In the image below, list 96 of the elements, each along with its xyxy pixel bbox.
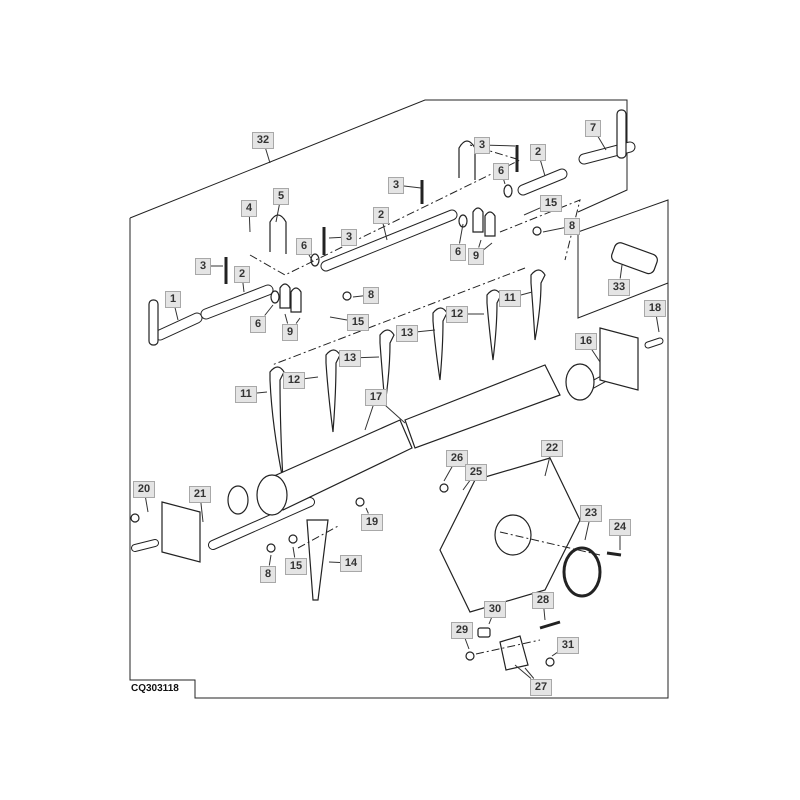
callout-number: 20: [133, 480, 155, 498]
callout-number: 5: [273, 188, 289, 204]
callout-number: 18: [644, 300, 666, 316]
drawing-number: CQ303118: [130, 682, 180, 696]
callout-number: 13: [339, 350, 361, 366]
leader-line: [418, 330, 436, 332]
leader-line: [543, 608, 546, 620]
leader-line: [382, 223, 388, 240]
callout-number: 9: [282, 324, 298, 340]
callout-number: 11: [235, 386, 257, 402]
callout-number: 15: [285, 558, 307, 574]
callout-number: 6: [296, 238, 312, 254]
callout-number: 2: [373, 206, 389, 224]
callout-number: 6: [450, 244, 466, 260]
leader-line: [540, 160, 546, 176]
leader-line: [328, 236, 342, 238]
callout-number: 15: [347, 314, 369, 330]
callout-number: 7: [585, 120, 601, 136]
leader-line: [360, 356, 380, 358]
callout-number: 4: [241, 200, 257, 216]
callout-number: 1: [165, 290, 181, 308]
callout-number: 3: [195, 258, 211, 274]
leader-line: [264, 304, 274, 316]
leader-line: [242, 282, 244, 292]
callout-number: 12: [283, 372, 305, 388]
callout-number: 27: [530, 678, 552, 696]
leader-line: [328, 562, 340, 563]
callout-number: 9: [468, 248, 484, 264]
leader-line: [265, 148, 270, 164]
leader-line: [524, 207, 540, 216]
leader-line: [296, 318, 300, 324]
leader-line: [248, 216, 250, 232]
callout-number: 6: [250, 316, 266, 332]
leader-line: [366, 508, 369, 514]
leader-line: [598, 136, 606, 150]
callout-number: 15: [540, 194, 562, 212]
leader-line: [462, 480, 470, 490]
leader-line: [459, 224, 464, 244]
callout-number: 8: [564, 218, 580, 234]
callout-number: 24: [609, 518, 631, 536]
callout-number: 8: [260, 566, 276, 582]
callout-number: 19: [361, 514, 383, 530]
callout-number: 29: [451, 622, 473, 638]
leader-line: [620, 264, 622, 279]
callout-number: 21: [189, 486, 211, 502]
callout-number: 2: [234, 266, 250, 282]
leader-line: [304, 376, 318, 380]
callout-number: 13: [396, 324, 418, 342]
callout-number: 14: [340, 554, 362, 572]
leader-line: [520, 292, 532, 296]
leader-line: [308, 254, 314, 262]
leader-line: [542, 227, 564, 232]
leader-line: [404, 186, 422, 188]
leader-line: [478, 240, 482, 248]
leader-line: [145, 497, 148, 512]
callout-number: 11: [499, 290, 521, 306]
leader-line: [464, 638, 470, 650]
leader-line: [490, 144, 516, 146]
leader-line: [364, 405, 374, 430]
callout-number: 12: [446, 306, 468, 322]
leader-line: [584, 521, 590, 540]
callout-number: 33: [608, 278, 630, 296]
leader-line: [292, 546, 296, 558]
leader-line: [544, 456, 550, 476]
callout-number: 32: [252, 132, 274, 148]
leader-line: [514, 664, 532, 679]
callout-number: 2: [530, 144, 546, 160]
callout-number: 31: [557, 636, 579, 654]
callout-number: 26: [446, 450, 468, 466]
leader-line: [524, 668, 534, 679]
callout-number: 3: [474, 136, 490, 154]
callout-number: 3: [388, 176, 404, 194]
leader-line: [591, 349, 600, 362]
callout-number: 16: [575, 332, 597, 350]
leader-line: [284, 314, 288, 324]
leader-line: [656, 316, 660, 332]
leader-line: [552, 652, 558, 656]
callout-number: 22: [541, 440, 563, 456]
leader-line: [385, 405, 406, 424]
callout-number: 3: [341, 228, 357, 246]
leader-line: [330, 316, 348, 320]
callout-number: 25: [465, 464, 487, 480]
leader-line: [484, 242, 492, 250]
callout-number: 28: [532, 592, 554, 608]
callout-number: 8: [363, 286, 379, 304]
leader-line: [174, 307, 178, 320]
callout-number: 6: [493, 162, 509, 180]
leader-line: [444, 466, 453, 482]
leader-line: [276, 204, 280, 222]
leader-line: [352, 295, 364, 298]
callout-number: 23: [580, 504, 602, 522]
leader-line: [256, 392, 268, 394]
callout-number: 17: [365, 388, 387, 406]
callout-number: 30: [484, 600, 506, 618]
leader-line: [200, 502, 204, 522]
leader-line: [268, 554, 272, 566]
